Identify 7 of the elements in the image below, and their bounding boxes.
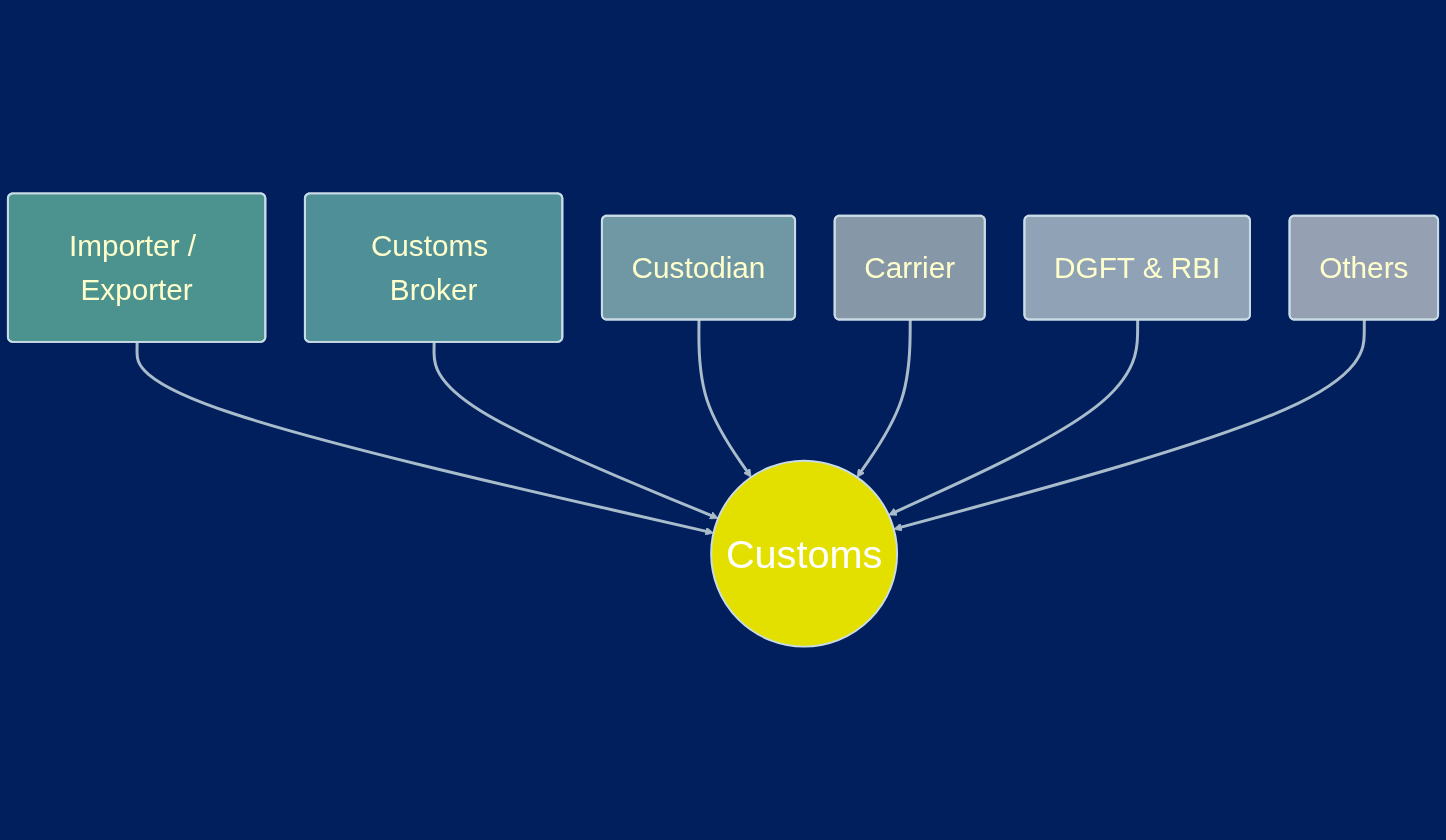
arrow xyxy=(893,320,1366,532)
arrow xyxy=(697,320,752,478)
node-circle: Customs xyxy=(710,459,899,648)
arrow xyxy=(888,320,1140,516)
arrow xyxy=(856,320,912,478)
arrow xyxy=(135,342,714,536)
arrow xyxy=(432,342,719,520)
